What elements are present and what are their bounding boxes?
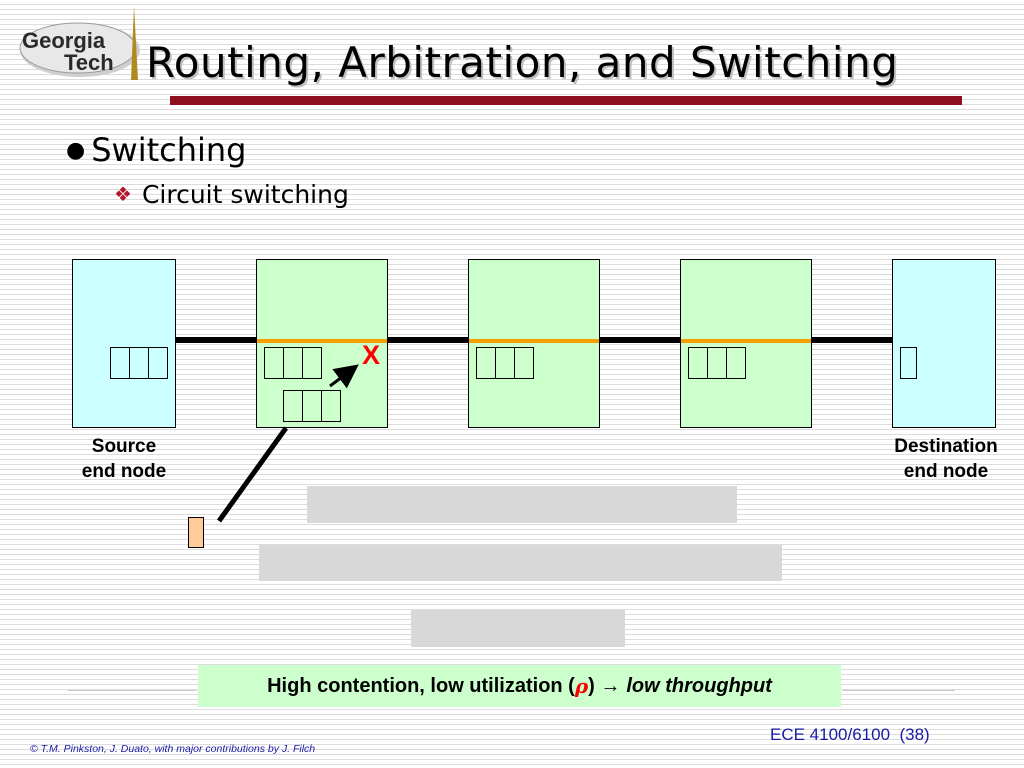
link-source-switch1: [176, 337, 256, 343]
note-suffix: ): [588, 674, 601, 697]
circuit-path-switch-3: [681, 339, 811, 343]
hidden-text-box-1: [307, 486, 737, 523]
rho-symbol: ρ: [574, 674, 589, 698]
destination-label-line-2: end node: [903, 461, 989, 482]
destination-buffer: [900, 347, 917, 379]
bullet-level-1-text: Switching: [91, 131, 247, 169]
circuit-path-switch-1: [257, 339, 387, 343]
conclusion-note: High contention, low utilization (ρ) →lo…: [198, 665, 841, 707]
link-switch2-switch3: [600, 337, 680, 343]
destination-end-node: [892, 259, 996, 428]
source-label-line-1: Source: [91, 436, 157, 457]
arrow-right-icon: →: [600, 674, 621, 697]
injection-line: [216, 426, 289, 523]
source-buffer: [110, 347, 168, 379]
switch-2-buffer: [476, 347, 534, 379]
divider-right: [843, 690, 955, 691]
bullet-dot-icon: ●: [66, 138, 86, 163]
diamond-bullet-icon: ❖: [114, 182, 132, 206]
switch-1-blocked-buffer: [283, 390, 341, 422]
bullet-level-1: ●Switching: [66, 131, 246, 169]
switch-3-buffer: [688, 347, 746, 379]
logo-line-1: Georgia: [22, 28, 106, 53]
source-label-line-2: end node: [81, 461, 167, 482]
title-underline: [170, 96, 962, 105]
hidden-text-box-3: [411, 610, 625, 647]
bullet-level-2-text: Circuit switching: [141, 180, 349, 209]
blocked-x-mark: X: [362, 340, 381, 370]
destination-node-label: Destination end node: [876, 434, 1016, 484]
source-end-node: [72, 259, 176, 428]
incoming-packet-buffer: [188, 517, 204, 548]
circuit-path-switch-2: [469, 339, 599, 343]
georgia-tech-logo: Georgia Tech: [19, 6, 140, 80]
divider-left: [68, 690, 196, 691]
link-switch1-switch2: [388, 337, 468, 343]
note-emphasis: low throughput: [626, 674, 772, 697]
link-switch3-dest: [812, 337, 892, 343]
switch-1-input-buffer: [264, 347, 322, 379]
source-node-label: Source end node: [64, 434, 184, 484]
switch-node-2: [468, 259, 600, 428]
destination-label-line-1: Destination: [894, 436, 998, 457]
bullet-level-2: ❖ Circuit switching: [114, 180, 349, 209]
logo-line-2: Tech: [64, 50, 114, 75]
note-prefix: High contention, low utilization (: [267, 674, 575, 697]
switch-node-3: [680, 259, 812, 428]
switch-node-1: [256, 259, 388, 428]
copyright-footer: © T.M. Pinkston, J. Duato, with major co…: [30, 743, 316, 755]
course-slide-number: ECE 4100/6100 (38): [770, 725, 930, 744]
hidden-text-box-2: [259, 545, 782, 581]
page-title: Routing, Arbitration, and Switching: [146, 38, 899, 87]
blocked-request-arrow: [329, 364, 359, 389]
